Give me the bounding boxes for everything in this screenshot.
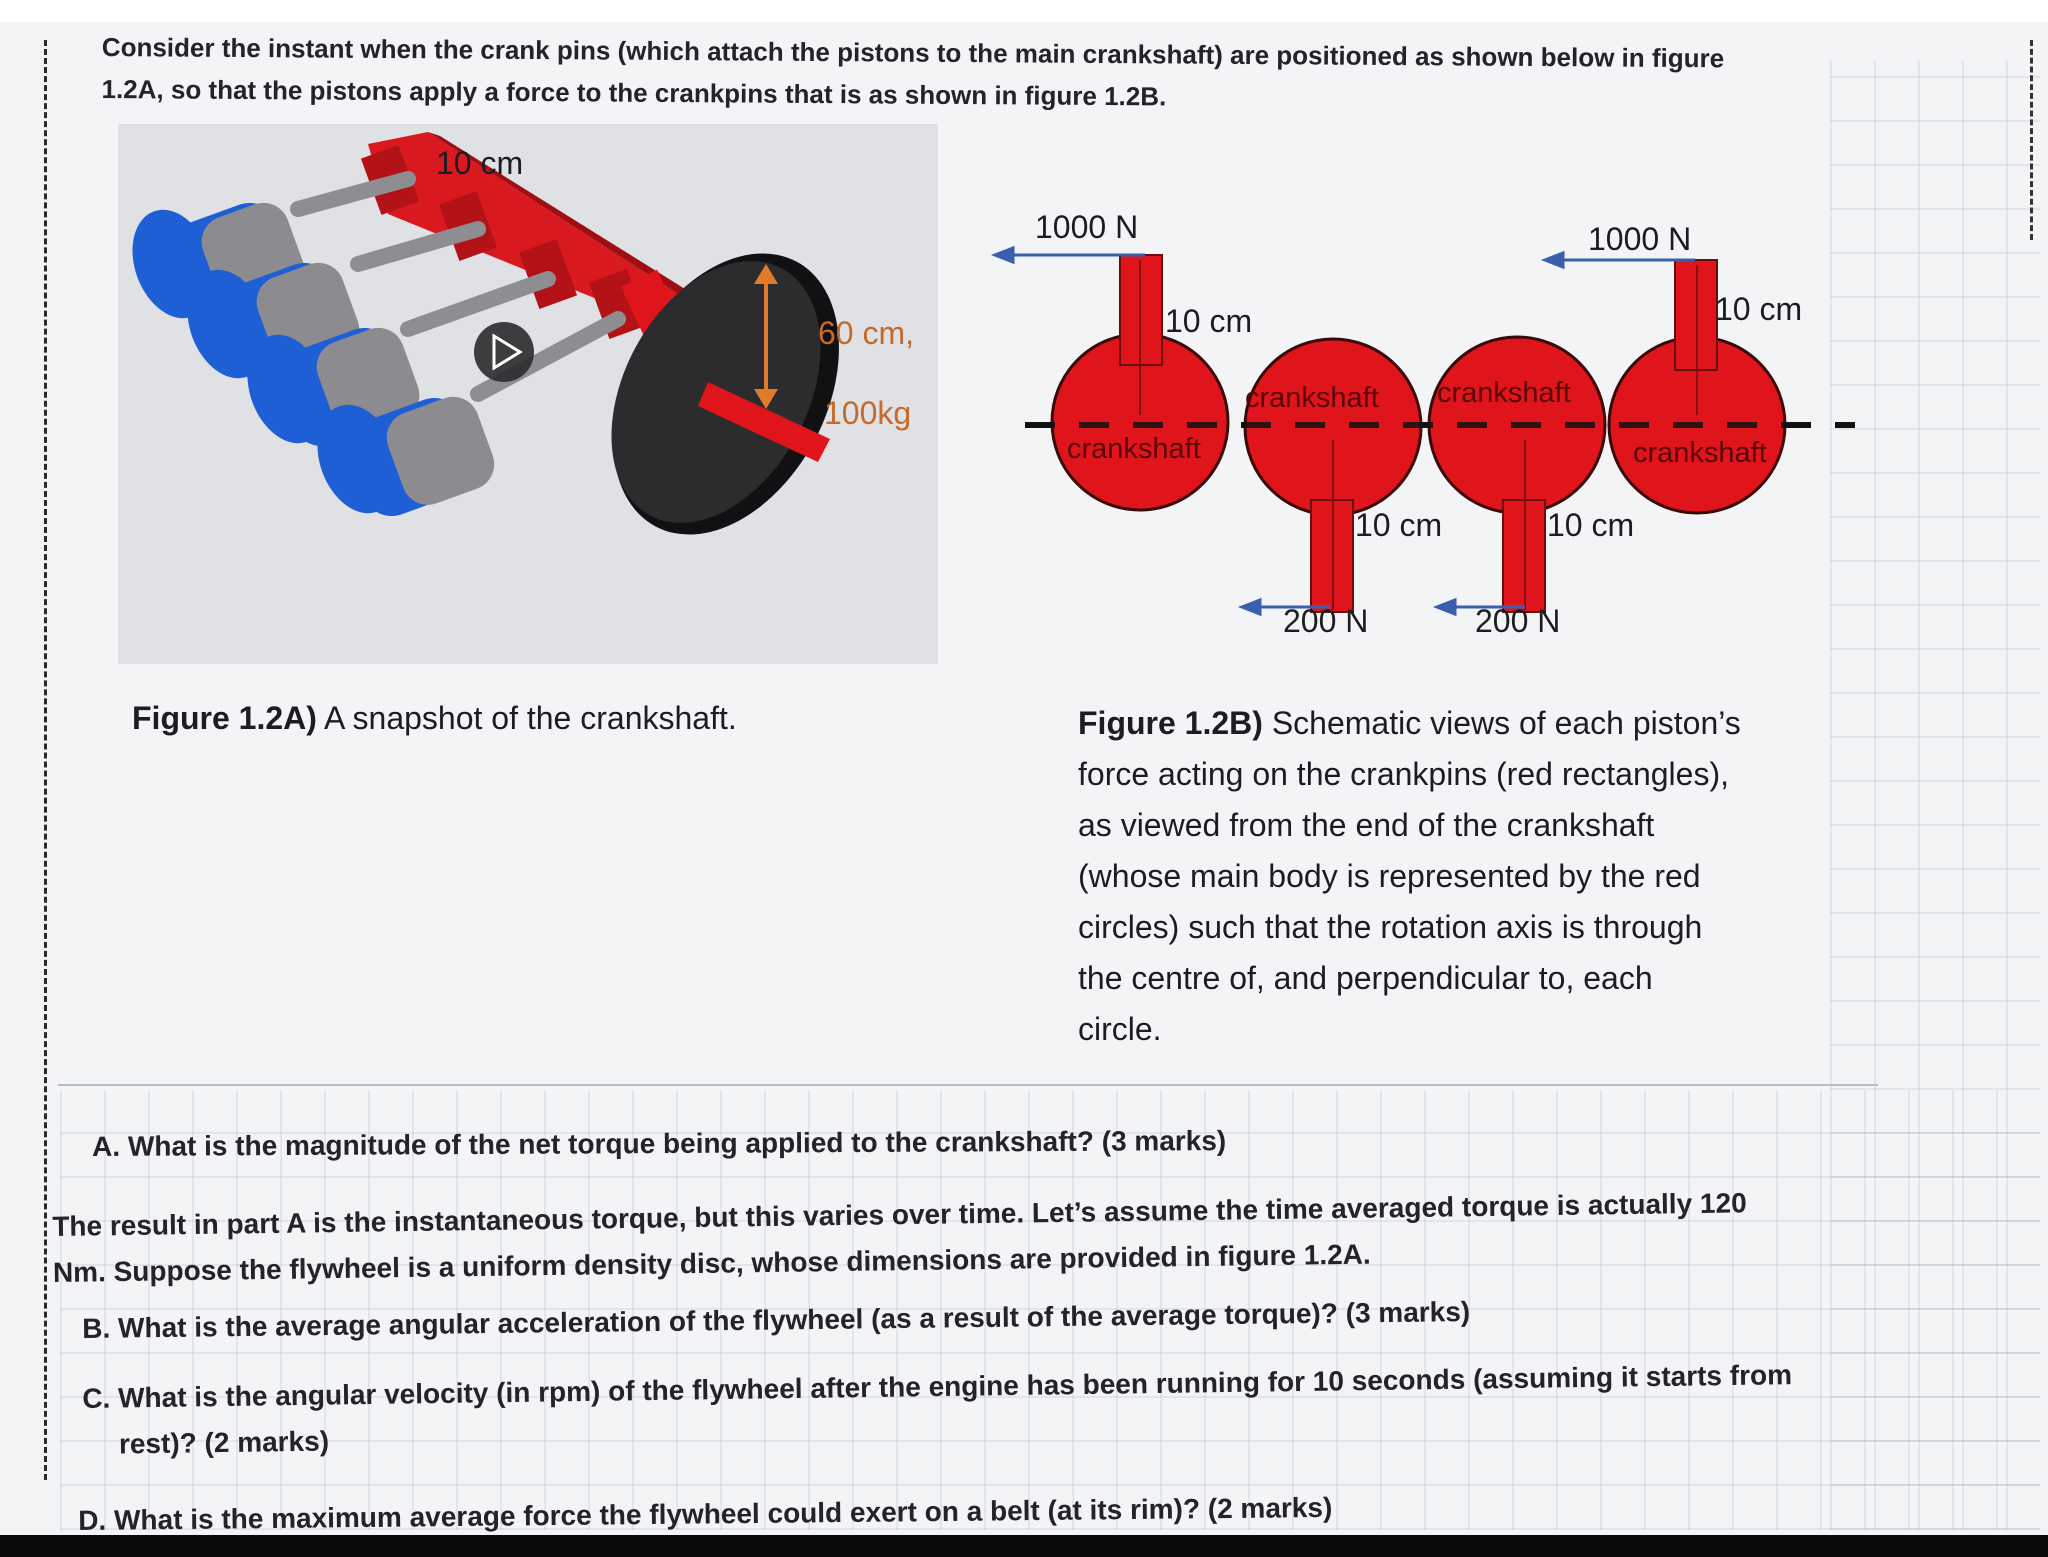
force-label-4: 200 N [1475, 603, 1560, 639]
pistons [132, 202, 495, 517]
figure-1-2a-caption-label: Figure 1.2A) [132, 700, 317, 736]
flywheel-mass-label: 100kg [824, 395, 911, 431]
crank-length-label: 10 cm [436, 145, 523, 181]
question-a: A. What is the magnitude of the net torq… [92, 1125, 1227, 1162]
schematic-diagram: 1000 N 1000 N 200 N 200 N 10 cm 10 cm 10… [990, 209, 1855, 639]
length-label-3: 10 cm [1355, 507, 1442, 543]
figure-1-2b-caption-line-3: as viewed from the end of the crankshaft [1078, 807, 1655, 843]
background-pattern-right [1830, 60, 2040, 1530]
figure-1-2b-caption-line-5: circles) such that the rotation axis is … [1078, 909, 1703, 945]
figure-1-2a-caption-text: A snapshot of the crankshaft. [316, 700, 737, 736]
section-divider [58, 1084, 1878, 1086]
crankshaft-illustration: 10 cm 60 cm, 100kg [132, 132, 914, 535]
crankshaft-label-1: crankshaft [1067, 433, 1201, 465]
piston-4 [317, 396, 495, 517]
length-label-1: 10 cm [1165, 303, 1252, 339]
margin-dashed-line-left [44, 40, 47, 1480]
crankshaft-label-4: crankshaft [1633, 437, 1767, 469]
force-label-2: 1000 N [1588, 221, 1691, 257]
crankshaft-label-2: crankshaft [1245, 382, 1379, 414]
screen-top-edge [0, 0, 2048, 22]
figure-1-2b-caption-line-6: the centre of, and perpendicular to, eac… [1078, 960, 1653, 996]
flywheel [611, 253, 839, 535]
margin-dashed-line-right [2030, 40, 2033, 240]
play-icon[interactable] [474, 322, 534, 382]
figure-1-2b-caption-line-4: (whose main body is represented by the r… [1078, 858, 1701, 894]
crankshaft-label-3: crankshaft [1437, 377, 1571, 409]
figure-1-2b-caption-line-1: Figure 1.2B) Schematic views of each pis… [1078, 698, 1778, 749]
caption-b-text-1: Schematic views of each piston’s [1262, 705, 1741, 741]
figure-1-2b-caption-line-2: force acting on the crankpins (red recta… [1078, 756, 1729, 792]
length-label-4: 10 cm [1547, 507, 1634, 543]
internal-arrows [1139, 260, 1698, 610]
force-label-3: 200 N [1283, 603, 1368, 639]
figure-1-2a-photo: 10 cm 60 cm, 100kg [118, 124, 938, 664]
intro-text: Consider the instant when the crank pins… [101, 26, 1822, 122]
figure-1-2b-caption: Figure 1.2B) Schematic views of each pis… [1078, 698, 1778, 1055]
figure-1-2b-caption-label: Figure 1.2B) [1078, 705, 1263, 741]
screen-bottom-edge [0, 1535, 2048, 1557]
piston-3 [247, 327, 420, 447]
figure-1-2a-caption: Figure 1.2A) A snapshot of the crankshaf… [132, 700, 737, 737]
figure-1-2b-caption-line-7: circle. [1078, 1011, 1162, 1047]
force-arrows [990, 245, 1695, 617]
length-label-2: 10 cm [1715, 291, 1802, 327]
figure-1-2b-schematic: 1000 N 1000 N 200 N 200 N 10 cm 10 cm 10… [985, 160, 1865, 680]
flywheel-size-label: 60 cm, [818, 315, 914, 351]
background-pattern-bottom [60, 1090, 2040, 1530]
force-label-1: 1000 N [1035, 209, 1138, 245]
